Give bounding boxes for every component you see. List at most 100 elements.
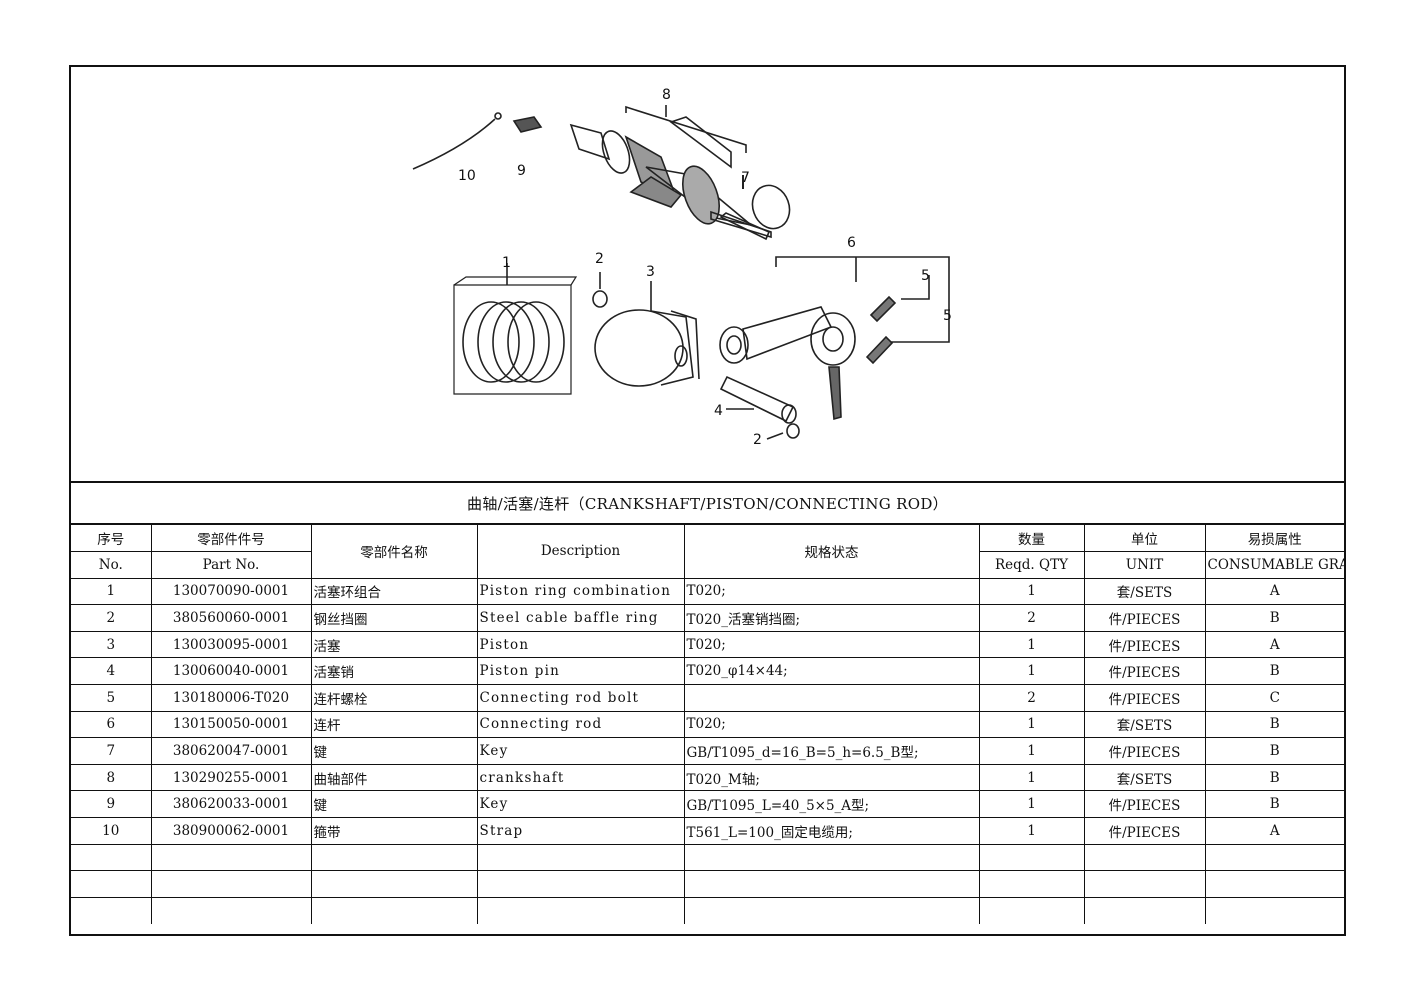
empty-cell: [150, 843, 312, 872]
row-name: 键: [310, 737, 478, 765]
row-part-no: 130030095-0001: [150, 630, 312, 659]
row-description: crankshaft: [476, 763, 685, 792]
empty-cell: [310, 870, 478, 898]
row-grade: B: [1204, 763, 1344, 792]
empty-cell: [1204, 870, 1344, 898]
empty-cell: [71, 896, 152, 924]
diagram-drawing: 10 9 8 7 1 2 3 4 2 6 5 5: [412, 87, 952, 448]
header-unit-cn: 单位: [1083, 525, 1206, 553]
row-description: Connecting rod: [476, 710, 685, 739]
empty-cell: [476, 896, 685, 924]
row-qty: 1: [978, 737, 1085, 765]
callout-3: 3: [646, 264, 655, 280]
row-description: Steel cable baffle ring: [476, 604, 685, 632]
row-qty: 1: [978, 630, 1085, 659]
header-grade-cn: 易损属性: [1204, 525, 1344, 553]
row-unit: 件/PIECES: [1083, 790, 1206, 819]
header-no-en: No.: [71, 551, 152, 579]
row-unit: 套/SETS: [1083, 710, 1206, 739]
connecting-rod-bolts: [865, 295, 897, 365]
row-no: 6: [71, 710, 152, 739]
callout-2-bottom: 2: [753, 432, 762, 448]
row-grade: B: [1204, 790, 1344, 819]
key-part: [512, 116, 543, 133]
callout-1: 1: [502, 255, 511, 271]
row-qty: 1: [978, 763, 1085, 792]
row-no: 8: [71, 763, 152, 792]
callout-10: 10: [458, 168, 476, 184]
row-no: 7: [71, 737, 152, 765]
row-name: 键: [310, 790, 478, 819]
empty-cell: [1204, 843, 1344, 872]
header-part-cn: 零部件件号: [150, 525, 312, 553]
piston-part: [594, 309, 700, 387]
piston-ring-box: [453, 284, 572, 395]
row-part-no: 130290255-0001: [150, 763, 312, 792]
empty-cell: [683, 870, 980, 898]
row-no: 1: [71, 577, 152, 606]
empty-row: [71, 843, 1344, 872]
empty-cell: [683, 896, 980, 924]
row-no: 9: [71, 790, 152, 819]
row-name: 连杆: [310, 710, 478, 739]
empty-cell: [1083, 870, 1206, 898]
row-spec: [683, 684, 980, 712]
row-part-no: 130070090-0001: [150, 577, 312, 606]
empty-cell: [978, 896, 1085, 924]
row-name: 活塞: [310, 630, 478, 659]
row-description: Strap: [476, 817, 685, 845]
header-no-cn: 序号: [71, 525, 152, 553]
crankshaft-part: [569, 116, 791, 241]
exploded-parts-diagram: 10 9 8 7 1 2 3 4 2 6 5 5: [71, 67, 1344, 483]
empty-cell: [476, 843, 685, 872]
empty-cell: [71, 843, 152, 872]
row-unit: 件/PIECES: [1083, 737, 1206, 765]
empty-cell: [71, 870, 152, 898]
row-qty: 1: [978, 710, 1085, 739]
parts-table: 序号 零部件件号 零部件名称 Description 规格状态 数量 单位 易损…: [71, 525, 1344, 924]
row-unit: 套/SETS: [1083, 577, 1206, 606]
callout-7: 7: [741, 170, 750, 186]
row-qty: 1: [978, 657, 1085, 686]
row-spec: T561_L=100_固定电缆用;: [683, 817, 980, 845]
callout-9: 9: [517, 163, 526, 179]
empty-cell: [1204, 896, 1344, 924]
snap-ring-bottom: [786, 423, 800, 439]
row-unit: 件/PIECES: [1083, 630, 1206, 659]
row-spec: T020;: [683, 710, 980, 739]
piston-rings: [462, 301, 565, 383]
row-name: 活塞销: [310, 657, 478, 686]
callout-5-top: 5: [921, 268, 930, 284]
empty-cell: [476, 870, 685, 898]
row-grade: B: [1204, 710, 1344, 739]
row-unit: 件/PIECES: [1083, 657, 1206, 686]
row-qty: 2: [978, 684, 1085, 712]
row-name: 连杆螺栓: [310, 684, 478, 712]
row-spec: T020_φ14×44;: [683, 657, 980, 686]
row-description: Connecting rod bolt: [476, 684, 685, 712]
empty-cell: [150, 896, 312, 924]
empty-cell: [310, 843, 478, 872]
row-no: 2: [71, 604, 152, 632]
empty-cell: [683, 843, 980, 872]
row-no: 5: [71, 684, 152, 712]
row-spec: GB/T1095_d=16_B=5_h=6.5_B型;: [683, 737, 980, 765]
row-description: Piston ring combination: [476, 577, 685, 606]
callout-4: 4: [714, 403, 723, 419]
row-description: Key: [476, 737, 685, 765]
row-name: 箍带: [310, 817, 478, 845]
header-row-cn: 序号 零部件件号 零部件名称 Description 规格状态 数量 单位 易损…: [71, 525, 1344, 579]
row-qty: 1: [978, 577, 1085, 606]
row-qty: 1: [978, 817, 1085, 845]
connecting-rod-part: [719, 306, 856, 421]
row-spec: GB/T1095_L=40_5×5_A型;: [683, 790, 980, 819]
row-description: Key: [476, 790, 685, 819]
sheet-title: 曲轴/活塞/连杆（CRANKSHAFT/PISTON/CONNECTING RO…: [71, 483, 1344, 525]
